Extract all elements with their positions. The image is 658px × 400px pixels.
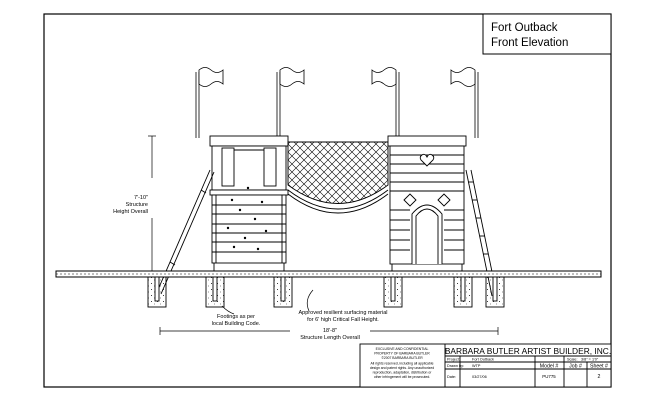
net-bridge bbox=[287, 141, 389, 214]
posts bbox=[213, 263, 463, 271]
project-label: Project: bbox=[447, 358, 460, 362]
model-value: PU775 bbox=[542, 374, 556, 379]
drawn-by-value: WTP bbox=[472, 364, 481, 368]
sheet-label: Sheet # bbox=[590, 364, 608, 370]
left-tower bbox=[209, 135, 289, 264]
project-value: Fort Outback bbox=[472, 358, 494, 362]
height-label-1: Structure bbox=[126, 202, 148, 208]
confidential-line-2: PROPERTY OF BARBARA BUTLER bbox=[374, 352, 430, 356]
confidential-line-6: reproduction, adaptation, distribution o… bbox=[373, 371, 433, 375]
confidential-line-4: All rights reserved, including all appli… bbox=[371, 362, 434, 366]
scale-label: Scale: bbox=[567, 358, 578, 362]
heart-window bbox=[419, 153, 435, 167]
confidential-line-1: EXCLUSIVE AND CONFIDENTIAL bbox=[376, 347, 429, 351]
length-dimension bbox=[159, 327, 499, 335]
title-line-2: Front Elevation bbox=[491, 37, 568, 49]
confidential-text: EXCLUSIVE AND CONFIDENTIAL PROPERTY OF B… bbox=[370, 347, 434, 379]
flag-right-outer bbox=[450, 67, 479, 138]
height-dimension bbox=[148, 135, 156, 271]
confidential-line-3: ©2007 BARBARA BUTLER bbox=[381, 356, 423, 360]
model-label: Model # bbox=[540, 364, 559, 370]
footings bbox=[147, 276, 505, 308]
flags bbox=[195, 67, 479, 138]
footings-note-2: local Building Code. bbox=[212, 321, 261, 327]
company-name: BARBARA BUTLER ARTIST BUILDER, INC. bbox=[445, 346, 611, 356]
ground-line bbox=[55, 270, 602, 278]
footings-note-1: Footings as per bbox=[217, 314, 255, 320]
sheet-value: 2 bbox=[598, 374, 601, 380]
flag-left-inner bbox=[276, 67, 305, 138]
drawn-by-label: Drawn by: bbox=[447, 364, 464, 368]
diamond-left bbox=[403, 193, 417, 207]
footing-posts bbox=[154, 276, 498, 302]
drawing-border bbox=[43, 13, 612, 388]
title-box: Fort Outback Front Elevation bbox=[482, 13, 612, 55]
title-block bbox=[359, 343, 612, 388]
scale-value: 3/8" = 1'0" bbox=[581, 358, 599, 362]
flag-right-inner bbox=[371, 67, 400, 138]
height-value: 7'-10" bbox=[134, 195, 148, 201]
footings-leader bbox=[221, 305, 235, 315]
length-value: 18'-8" bbox=[323, 328, 337, 334]
date-label: Date: bbox=[447, 375, 456, 379]
diamond-right bbox=[437, 193, 451, 207]
surfacing-note-2: for 6' high Critical Fall Height. bbox=[307, 317, 379, 323]
climbing-holds bbox=[226, 186, 268, 251]
height-label-2: Height Overall bbox=[113, 209, 148, 215]
title-line-1: Fort Outback bbox=[491, 22, 558, 34]
confidential-line-7: other infringement will be prosecuted. bbox=[374, 375, 430, 379]
right-tower bbox=[387, 135, 467, 265]
flag-left-outer bbox=[195, 67, 224, 138]
confidential-line-5: design and patent rights. Any unauthoriz… bbox=[370, 366, 434, 370]
job-label: Job # bbox=[569, 364, 582, 370]
surfacing-leader bbox=[306, 289, 314, 312]
date-value: 03/27/06 bbox=[472, 375, 487, 379]
arched-doorway bbox=[411, 204, 443, 264]
length-label: Structure Length Overall bbox=[300, 335, 360, 341]
surfacing-note-1: Approved resilient surfacing material bbox=[299, 310, 388, 316]
